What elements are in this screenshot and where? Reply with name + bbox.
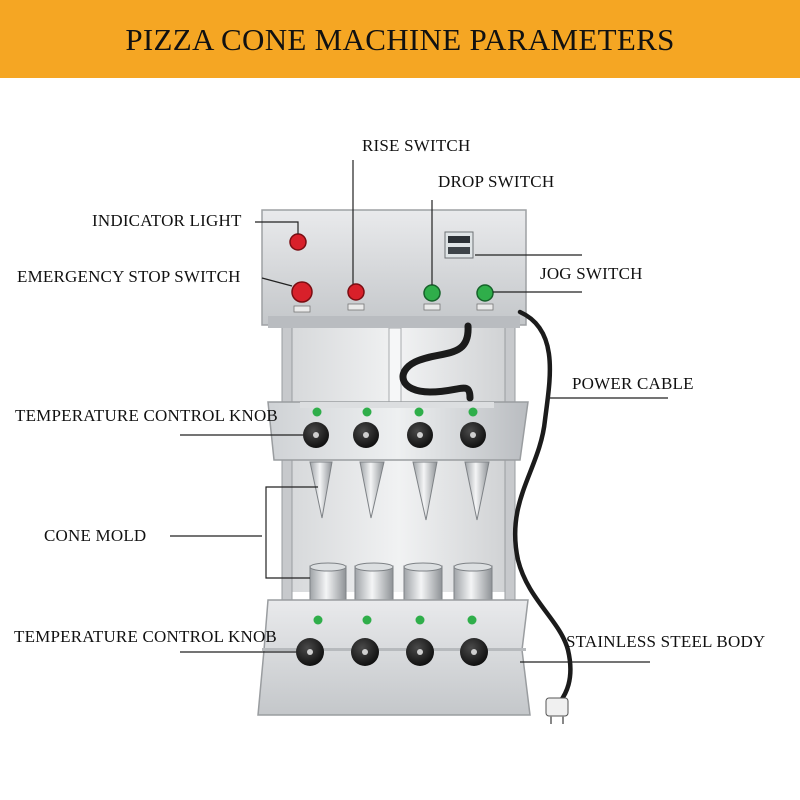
rise-switch-button (347, 283, 365, 301)
label-temp-knob-upper: TEMPERATURE CONTROL KNOB (15, 406, 278, 425)
power-plug (545, 697, 569, 717)
lower-indicator-4 (467, 615, 477, 625)
label-rise-switch: RISE SWITCH (362, 136, 471, 155)
label-indicator-light: INDICATOR LIGHT (92, 211, 242, 230)
center-rod (388, 327, 402, 404)
upper-indicator-2 (362, 407, 372, 417)
leader-emergency-stop (261, 277, 293, 287)
control-box-bottom-lip (268, 316, 520, 328)
lower-indicator-2 (362, 615, 372, 625)
title-banner (0, 0, 800, 78)
cup-3 (403, 565, 443, 603)
upper-indicator-1 (312, 407, 322, 417)
emergency-stop-switch (291, 281, 313, 303)
lower-indicator-1 (313, 615, 323, 625)
leader-indicator-light (255, 221, 299, 234)
cone-mold-bracket (265, 486, 318, 579)
right-column (504, 321, 516, 601)
label-cone-mold: CONE MOLD (44, 526, 147, 545)
cone-mold-2 (359, 461, 385, 519)
page-title: PIZZA CONE MACHINE PARAMETERS (125, 22, 675, 57)
upper-indicator-4 (468, 407, 478, 417)
internal-hose (399, 322, 474, 402)
cup-4 (453, 565, 493, 603)
lower-indicator-3 (415, 615, 425, 625)
jog-switch-button (476, 284, 494, 302)
drop-switch-button (423, 284, 441, 302)
left-column (281, 321, 293, 601)
label-drop-switch: DROP SWITCH (438, 172, 555, 191)
label-stainless-steel-body: STAINLESS STEEL BODY (566, 632, 766, 651)
label-emergency-stop-switch: EMERGENCY STOP SWITCH (17, 267, 241, 286)
power-cable (512, 309, 573, 705)
label-temp-knob-lower: TEMPERATURE CONTROL KNOB (14, 627, 277, 646)
indicator-light (289, 233, 307, 251)
cup-2 (354, 565, 394, 603)
label-jog-switch: JOG SWITCH (540, 264, 643, 283)
digital-display (444, 231, 474, 259)
upper-indicator-3 (414, 407, 424, 417)
label-power-cable: POWER CABLE (572, 374, 694, 393)
cone-mold-3 (412, 461, 438, 521)
cone-mold-4 (464, 461, 490, 521)
cone-mold-1 (309, 461, 333, 519)
